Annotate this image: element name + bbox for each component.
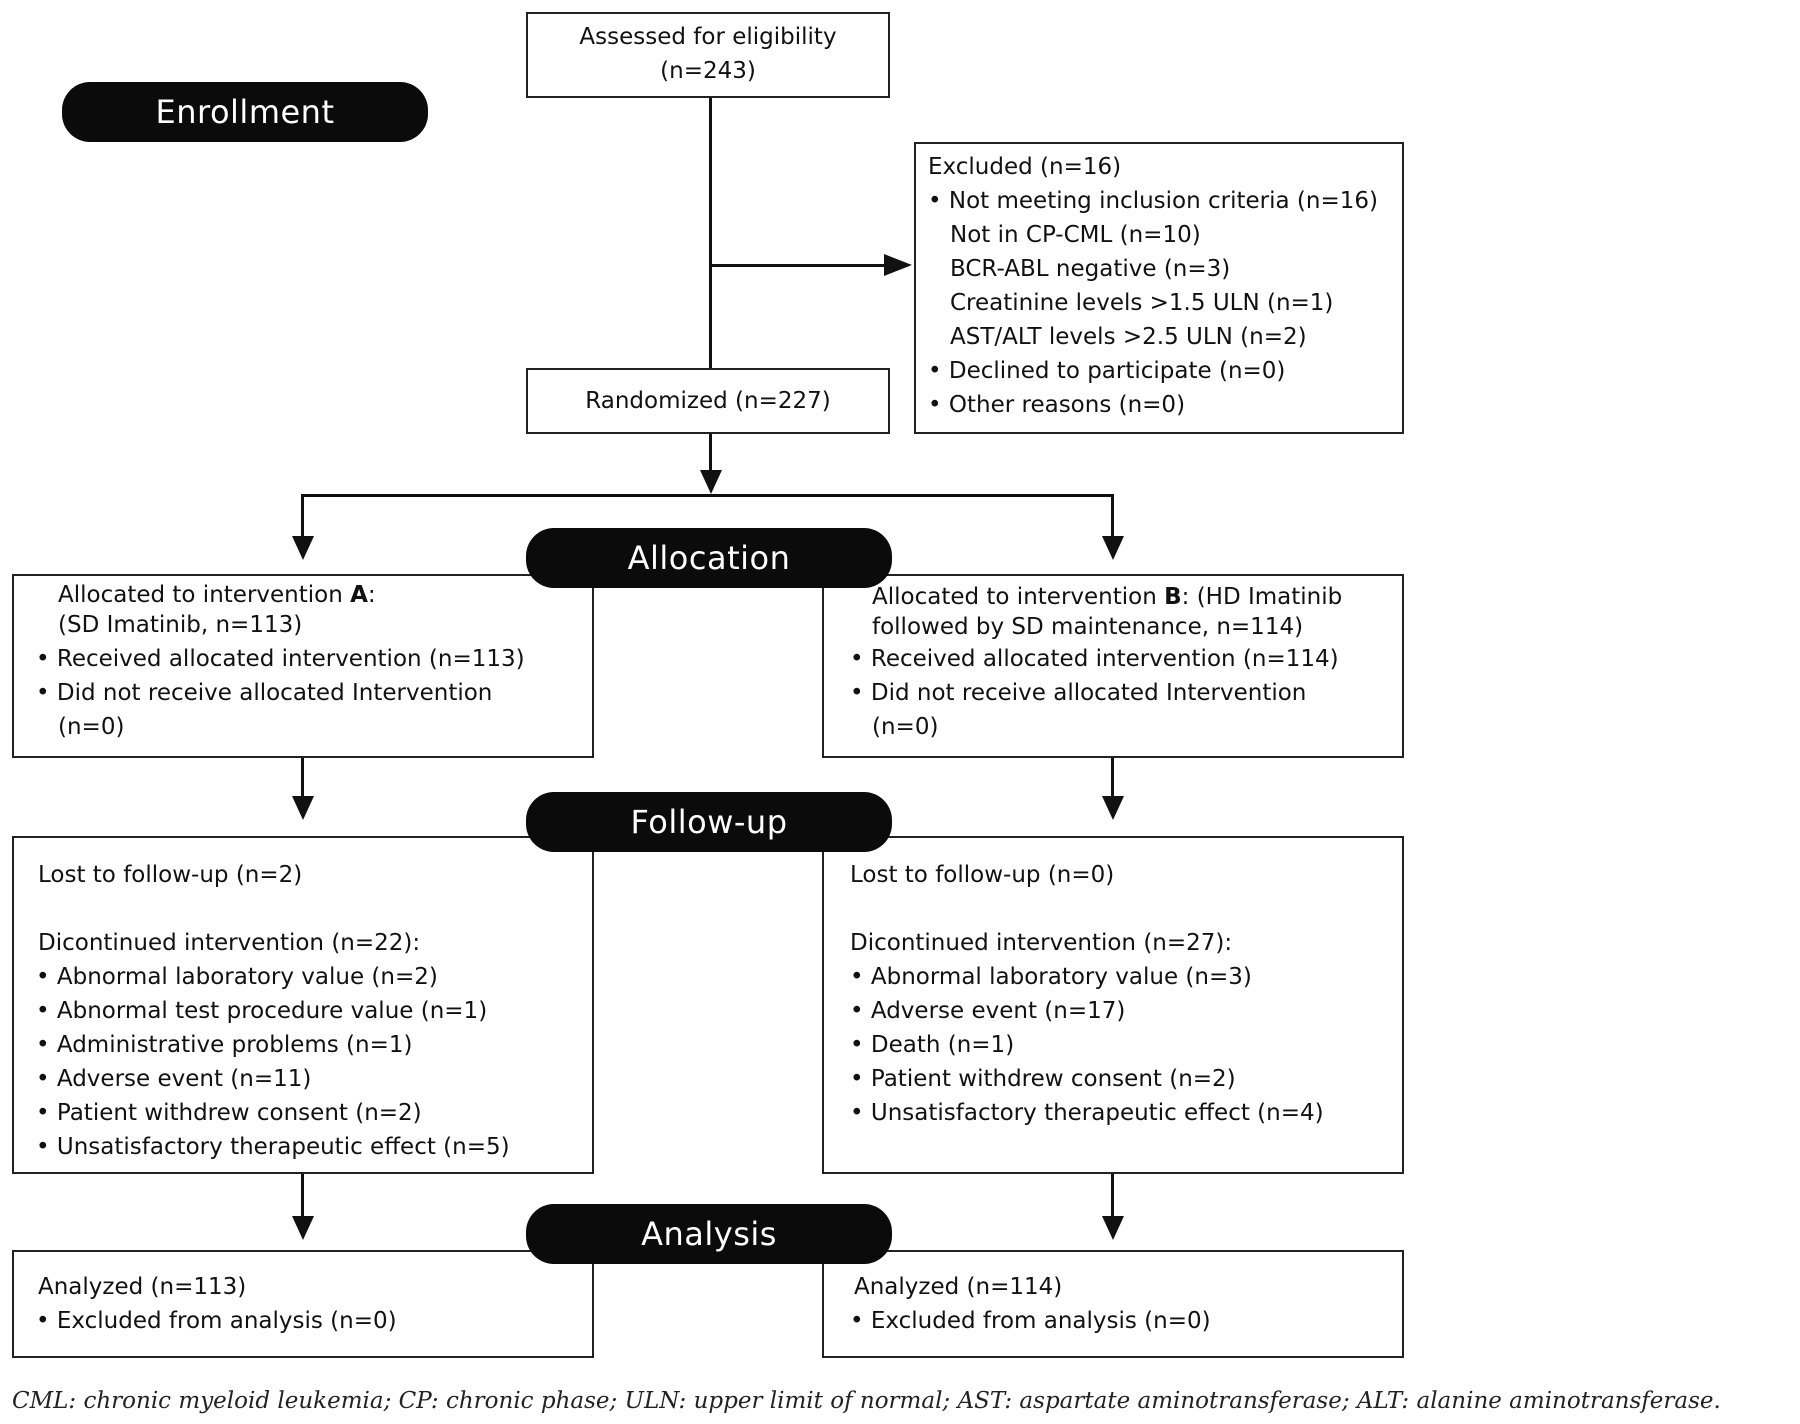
arrow-arm-a-analysis [292, 1216, 314, 1240]
arm-b-allocation-title: Allocated to intervention B: (HD Imatini… [872, 580, 1342, 614]
assessed-box: Assessed for eligibility (n=243) [526, 12, 890, 98]
connector-split-right [1111, 494, 1114, 538]
arm-a-followup-box: Lost to follow-up (n=2) Dicontinued inte… [12, 836, 594, 1174]
arm-b-discontinued: Dicontinued intervention (n=27): [850, 930, 1233, 956]
arm-b-analyzed: Analyzed (n=114) [854, 1274, 1063, 1300]
randomized-label: Randomized (n=227) [585, 388, 831, 414]
excluded-title: Excluded (n=16) [928, 154, 1122, 180]
arm-b-alloc-prefix: Allocated to intervention [872, 584, 1165, 610]
arm-a-analyzed: Analyzed (n=113) [38, 1274, 247, 1300]
assessed-label: Assessed for eligibility [579, 24, 837, 50]
analysis-stage-label: Analysis [526, 1204, 892, 1264]
arm-b-not-received-n: (n=0) [872, 714, 939, 740]
arm-a-reason: • Patient withdrew consent (n=2) [36, 1100, 422, 1126]
excluded-box: Excluded (n=16) • Not meeting inclusion … [914, 142, 1404, 434]
arm-a-reason: • Administrative problems (n=1) [36, 1032, 413, 1058]
arm-b-alloc-suffix: : (HD Imatinib [1181, 584, 1343, 610]
arm-a-allocation-title: Allocated to intervention A: [58, 578, 376, 612]
arm-b-allocation-detail: followed by SD maintenance, n=114) [872, 614, 1304, 640]
arm-a-alloc-suffix: : [367, 582, 376, 608]
arm-a-alloc-prefix: Allocated to intervention [58, 582, 351, 608]
connector-arm-a-analysis [301, 1174, 304, 1218]
arm-a-analysis-box: Analyzed (n=113) • Excluded from analysi… [12, 1250, 594, 1358]
arm-b-analysis-box: Analyzed (n=114) • Excluded from analysi… [822, 1250, 1404, 1358]
assessed-count: (n=243) [660, 58, 756, 84]
arrow-arm-a-followup [292, 796, 314, 820]
connector-randomized-shaft [709, 458, 712, 472]
arrow-to-arm-b-allocation [1102, 536, 1124, 560]
arm-a-reason: • Unsatisfactory therapeutic effect (n=5… [36, 1134, 510, 1160]
connector-assessed-randomized [709, 98, 712, 368]
arm-a-letter: A [350, 582, 368, 608]
arm-b-reason: • Patient withdrew consent (n=2) [850, 1066, 1236, 1092]
excluded-item: • Other reasons (n=0) [928, 392, 1186, 418]
arm-b-excluded-analysis: • Excluded from analysis (n=0) [850, 1308, 1211, 1334]
excluded-item: • Not meeting inclusion criteria (n=16) [928, 188, 1378, 214]
connector-arm-b-analysis [1111, 1174, 1114, 1218]
arm-b-reason: • Abnormal laboratory value (n=3) [850, 964, 1252, 990]
arm-b-reason: • Unsatisfactory therapeutic effect (n=4… [850, 1100, 1324, 1126]
arm-b-reason: • Death (n=1) [850, 1032, 1015, 1058]
enrollment-stage-label: Enrollment [62, 82, 428, 142]
arm-a-not-received: • Did not receive allocated Intervention [36, 680, 493, 706]
arrow-to-excluded [884, 254, 912, 276]
arm-a-reason: • Adverse event (n=11) [36, 1066, 312, 1092]
connector-randomized-down [709, 434, 712, 460]
excluded-item: • Declined to participate (n=0) [928, 358, 1286, 384]
excluded-item: Not in CP-CML (n=10) [950, 222, 1201, 248]
arm-a-allocation-detail: (SD Imatinib, n=113) [58, 612, 303, 638]
allocation-stage-label: Allocation [526, 528, 892, 588]
arm-b-lost: Lost to follow-up (n=0) [850, 862, 1115, 888]
arm-b-followup-box: Lost to follow-up (n=0) Dicontinued inte… [822, 836, 1404, 1174]
arrow-to-arm-a-allocation [292, 536, 314, 560]
arm-b-allocation-box: Allocated to intervention B: (HD Imatini… [822, 574, 1404, 758]
arm-a-reason: • Abnormal test procedure value (n=1) [36, 998, 488, 1024]
arm-a-discontinued: Dicontinued intervention (n=22): [38, 930, 421, 956]
arm-a-allocation-box: Allocated to intervention A: (SD Imatini… [12, 574, 594, 758]
connector-arm-a-followup [301, 758, 304, 798]
excluded-item: AST/ALT levels >2.5 ULN (n=2) [950, 324, 1307, 350]
arm-b-reason: • Adverse event (n=17) [850, 998, 1126, 1024]
excluded-item: BCR-ABL negative (n=3) [950, 256, 1231, 282]
arm-a-excluded-analysis: • Excluded from analysis (n=0) [36, 1308, 397, 1334]
arrow-arm-b-analysis [1102, 1216, 1124, 1240]
arm-a-not-received-n: (n=0) [58, 714, 125, 740]
followup-stage-label: Follow-up [526, 792, 892, 852]
arm-b-received: • Received allocated intervention (n=114… [850, 646, 1339, 672]
excluded-item: Creatinine levels >1.5 ULN (n=1) [950, 290, 1334, 316]
footnote-caption: CML: chronic myeloid leukemia; CP: chron… [12, 1388, 1721, 1414]
arm-b-not-received: • Did not receive allocated Intervention [850, 680, 1307, 706]
connector-split [301, 494, 1114, 497]
arm-b-letter: B [1164, 584, 1182, 610]
randomized-box: Randomized (n=227) [526, 368, 890, 434]
arm-a-lost: Lost to follow-up (n=2) [38, 862, 303, 888]
connector-split-left [301, 494, 304, 538]
arrow-arm-b-followup [1102, 796, 1124, 820]
arm-a-received: • Received allocated intervention (n=113… [36, 646, 525, 672]
connector-arm-b-followup [1111, 758, 1114, 798]
connector-to-excluded [709, 264, 887, 267]
arrow-randomized [700, 470, 722, 494]
arm-a-reason: • Abnormal laboratory value (n=2) [36, 964, 438, 990]
